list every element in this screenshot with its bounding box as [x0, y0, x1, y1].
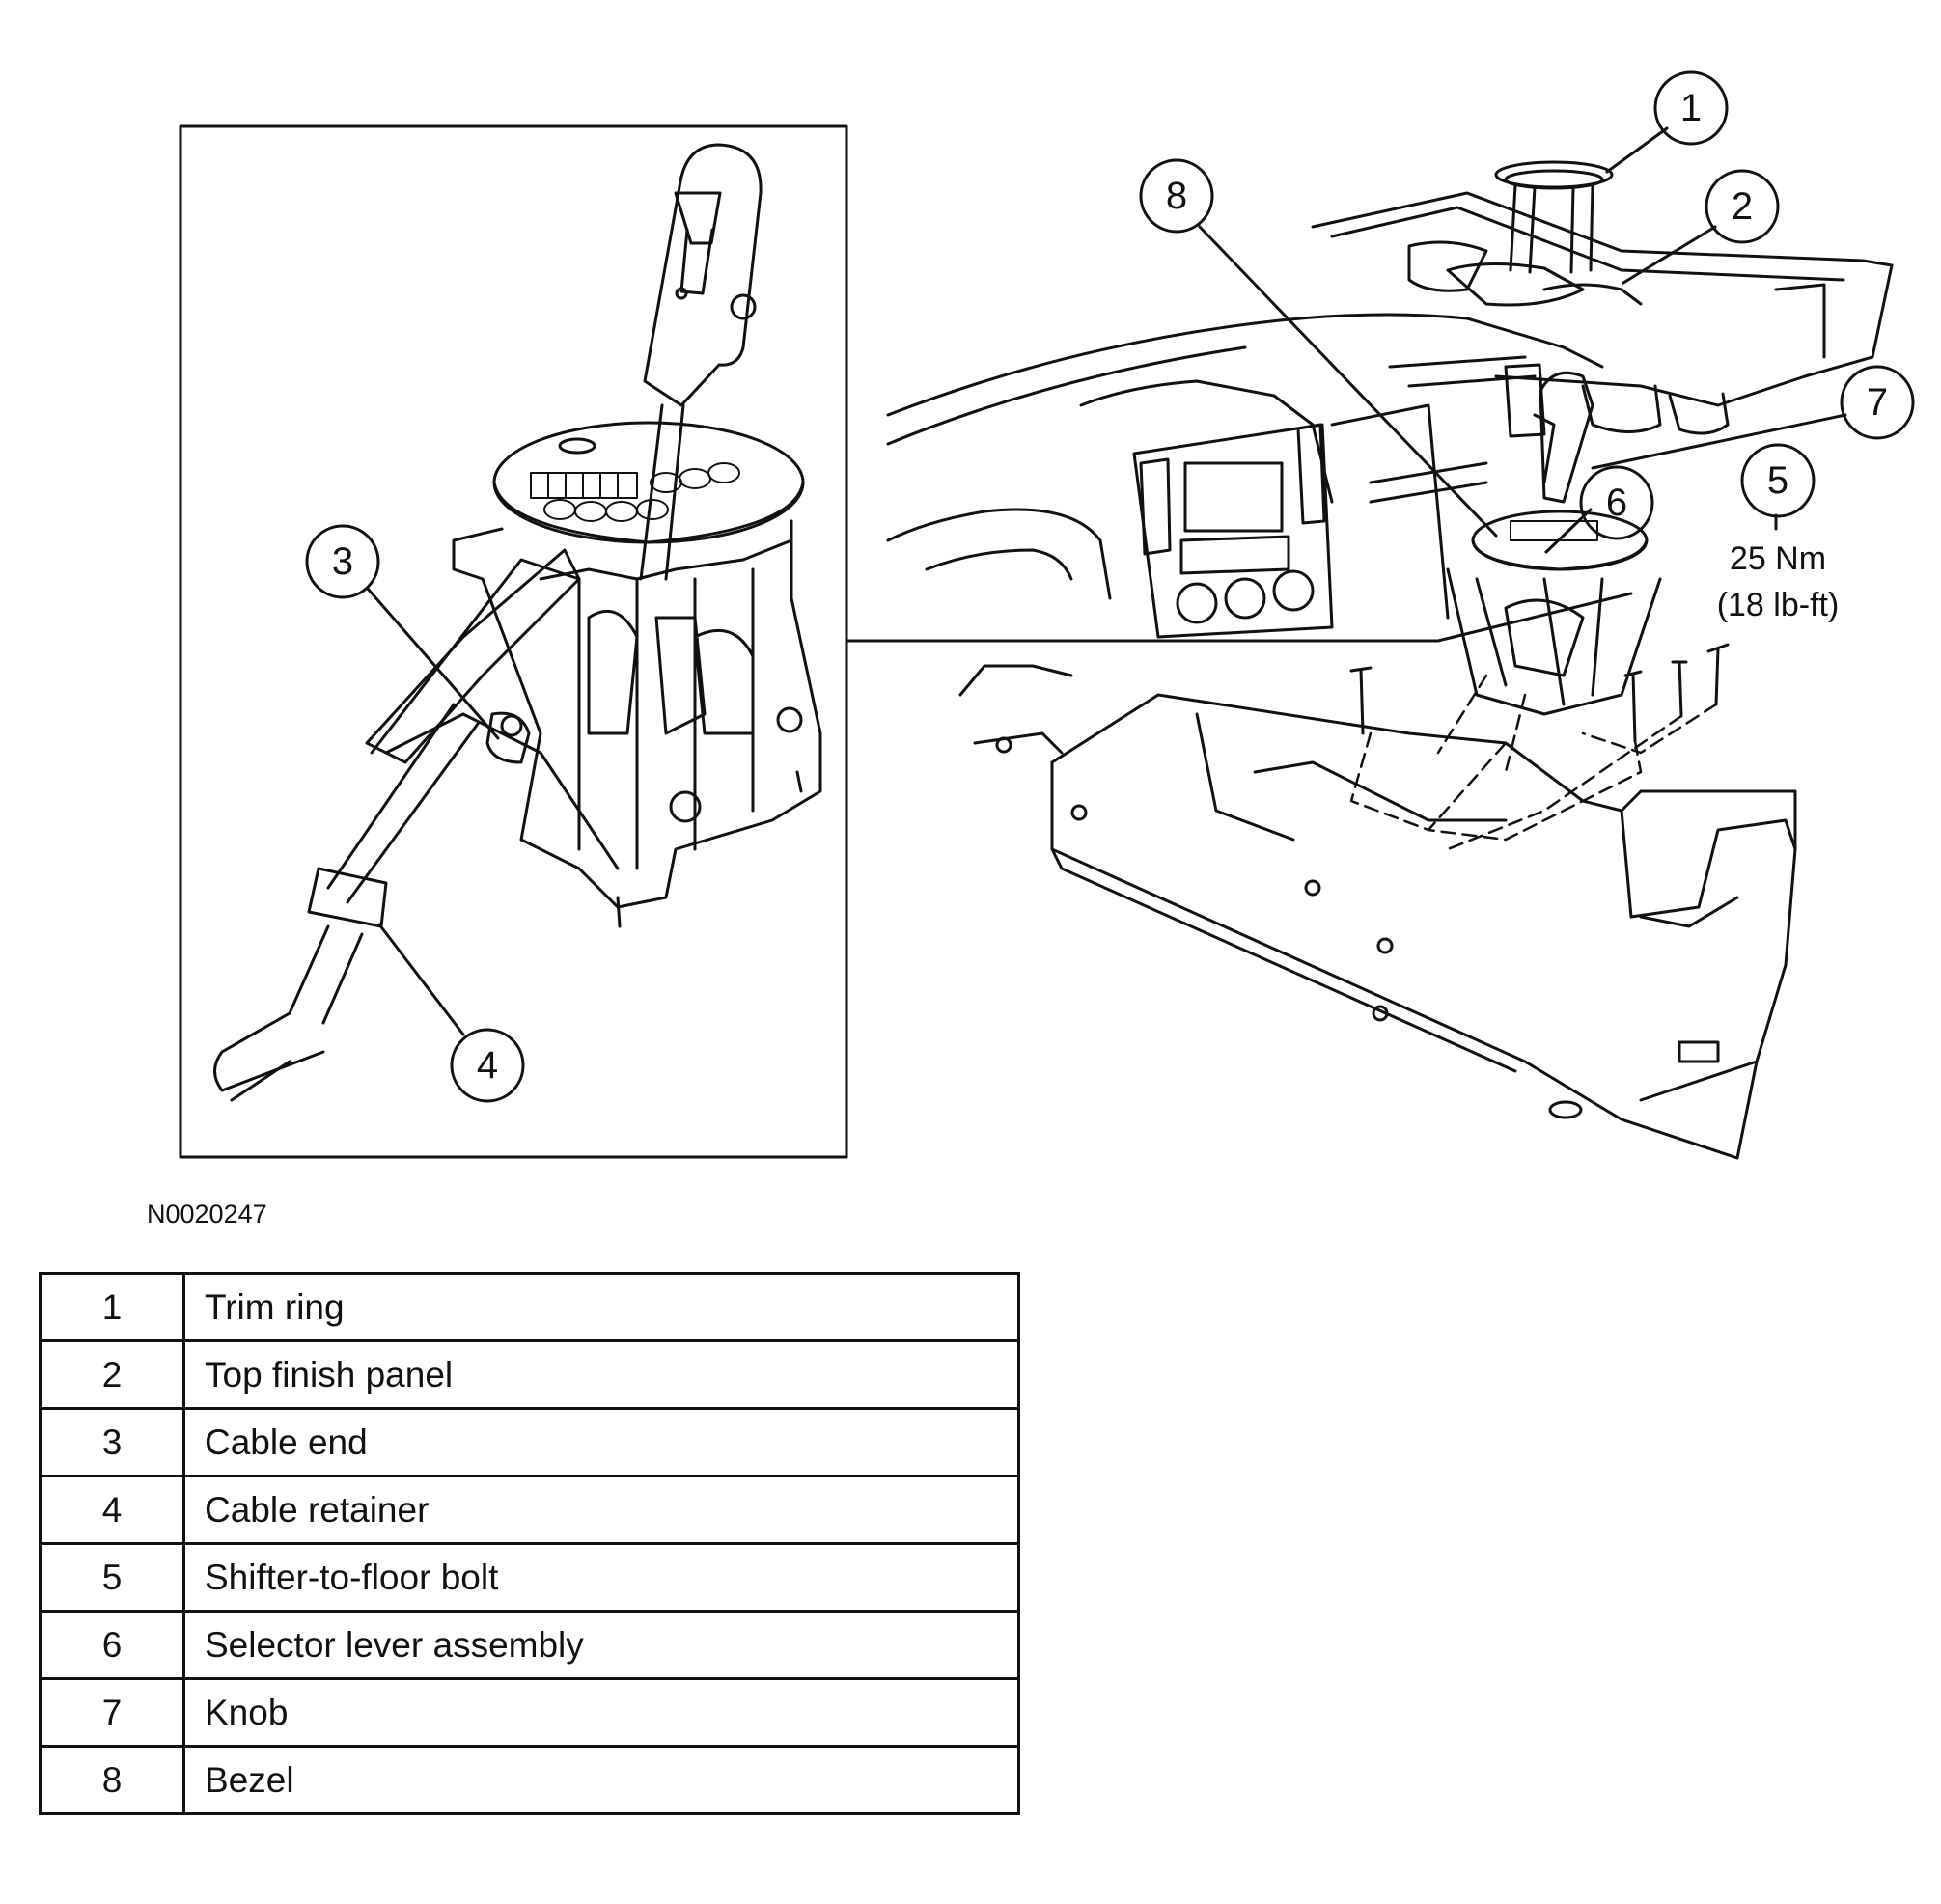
torque-spec-metric: 25 Nm — [1730, 540, 1826, 577]
torque-spec-imperial: (18 lb-ft) — [1717, 587, 1840, 623]
shifter-detail-drawing — [213, 143, 822, 1102]
detail-inset-frame — [179, 124, 848, 1159]
legend-row: 2 Top finish panel — [39, 1339, 1020, 1410]
legend-row: 6 Selector lever assembly — [39, 1610, 1020, 1680]
legend-number: 5 — [39, 1542, 185, 1613]
legend-number: 2 — [39, 1339, 185, 1410]
console-assembly-drawing — [886, 160, 1894, 1160]
legend-description: Cable retainer — [182, 1475, 1020, 1545]
legend-row: 1 Trim ring — [39, 1272, 1020, 1342]
legend-description: Top finish panel — [182, 1339, 1020, 1410]
leader-1 — [1605, 126, 1669, 174]
legend-row: 7 Knob — [39, 1677, 1020, 1748]
legend-number: 7 — [39, 1677, 185, 1748]
callout-circle-7 — [1840, 365, 1915, 440]
callout-number-3: 3 — [332, 540, 353, 583]
legend-description: Knob — [182, 1677, 1020, 1748]
legend-row: 8 Bezel — [39, 1745, 1020, 1815]
legend-number: 3 — [39, 1407, 185, 1477]
legend-number: 8 — [39, 1745, 185, 1815]
callout-number-1: 1 — [1680, 87, 1702, 129]
legend-row: 4 Cable retainer — [39, 1475, 1020, 1545]
callout-circle-5 — [1740, 443, 1816, 518]
leader-3 — [366, 587, 500, 740]
legend-row: 5 Shifter-to-floor bolt — [39, 1542, 1020, 1613]
legend-description: Cable end — [182, 1407, 1020, 1477]
leader-4 — [377, 923, 465, 1036]
leader-2 — [1622, 225, 1717, 285]
legend-description: Bezel — [182, 1745, 1020, 1815]
callout-number-7: 7 — [1867, 381, 1888, 424]
legend-description: Selector lever assembly — [182, 1610, 1020, 1680]
legend-description: Shifter-to-floor bolt — [182, 1542, 1020, 1613]
leader-8 — [1198, 225, 1498, 538]
callout-circle-8 — [1139, 158, 1214, 234]
legend-description: Trim ring — [182, 1272, 1020, 1342]
callout-circle-6 — [1579, 465, 1654, 540]
bolt-placement-dashed-lines — [1349, 674, 1718, 851]
legend-number: 4 — [39, 1475, 185, 1545]
callout-number-2: 2 — [1732, 185, 1753, 228]
callout-number-5: 5 — [1767, 459, 1788, 502]
callout-circle-2 — [1705, 169, 1780, 244]
callout-circle-1 — [1653, 70, 1729, 146]
callout-number-8: 8 — [1166, 175, 1187, 217]
exploded-view-diagram: 1 2 3 4 5 6 7 8 25 Nm (18 lb-ft) — [179, 70, 1915, 1160]
callout-circle-4 — [450, 1028, 525, 1103]
legend-number: 1 — [39, 1272, 185, 1342]
legend-row: 3 Cable end — [39, 1407, 1020, 1477]
legend-table: 1 Trim ring 2 Top finish panel 3 Cable e… — [39, 1272, 1020, 1815]
figure-id: N0020247 — [147, 1200, 267, 1228]
callout-circle-3 — [305, 524, 380, 599]
leader-7 — [1591, 413, 1847, 470]
callout-number-4: 4 — [477, 1044, 498, 1087]
legend-number: 6 — [39, 1610, 185, 1680]
callout-number-6: 6 — [1606, 482, 1627, 524]
